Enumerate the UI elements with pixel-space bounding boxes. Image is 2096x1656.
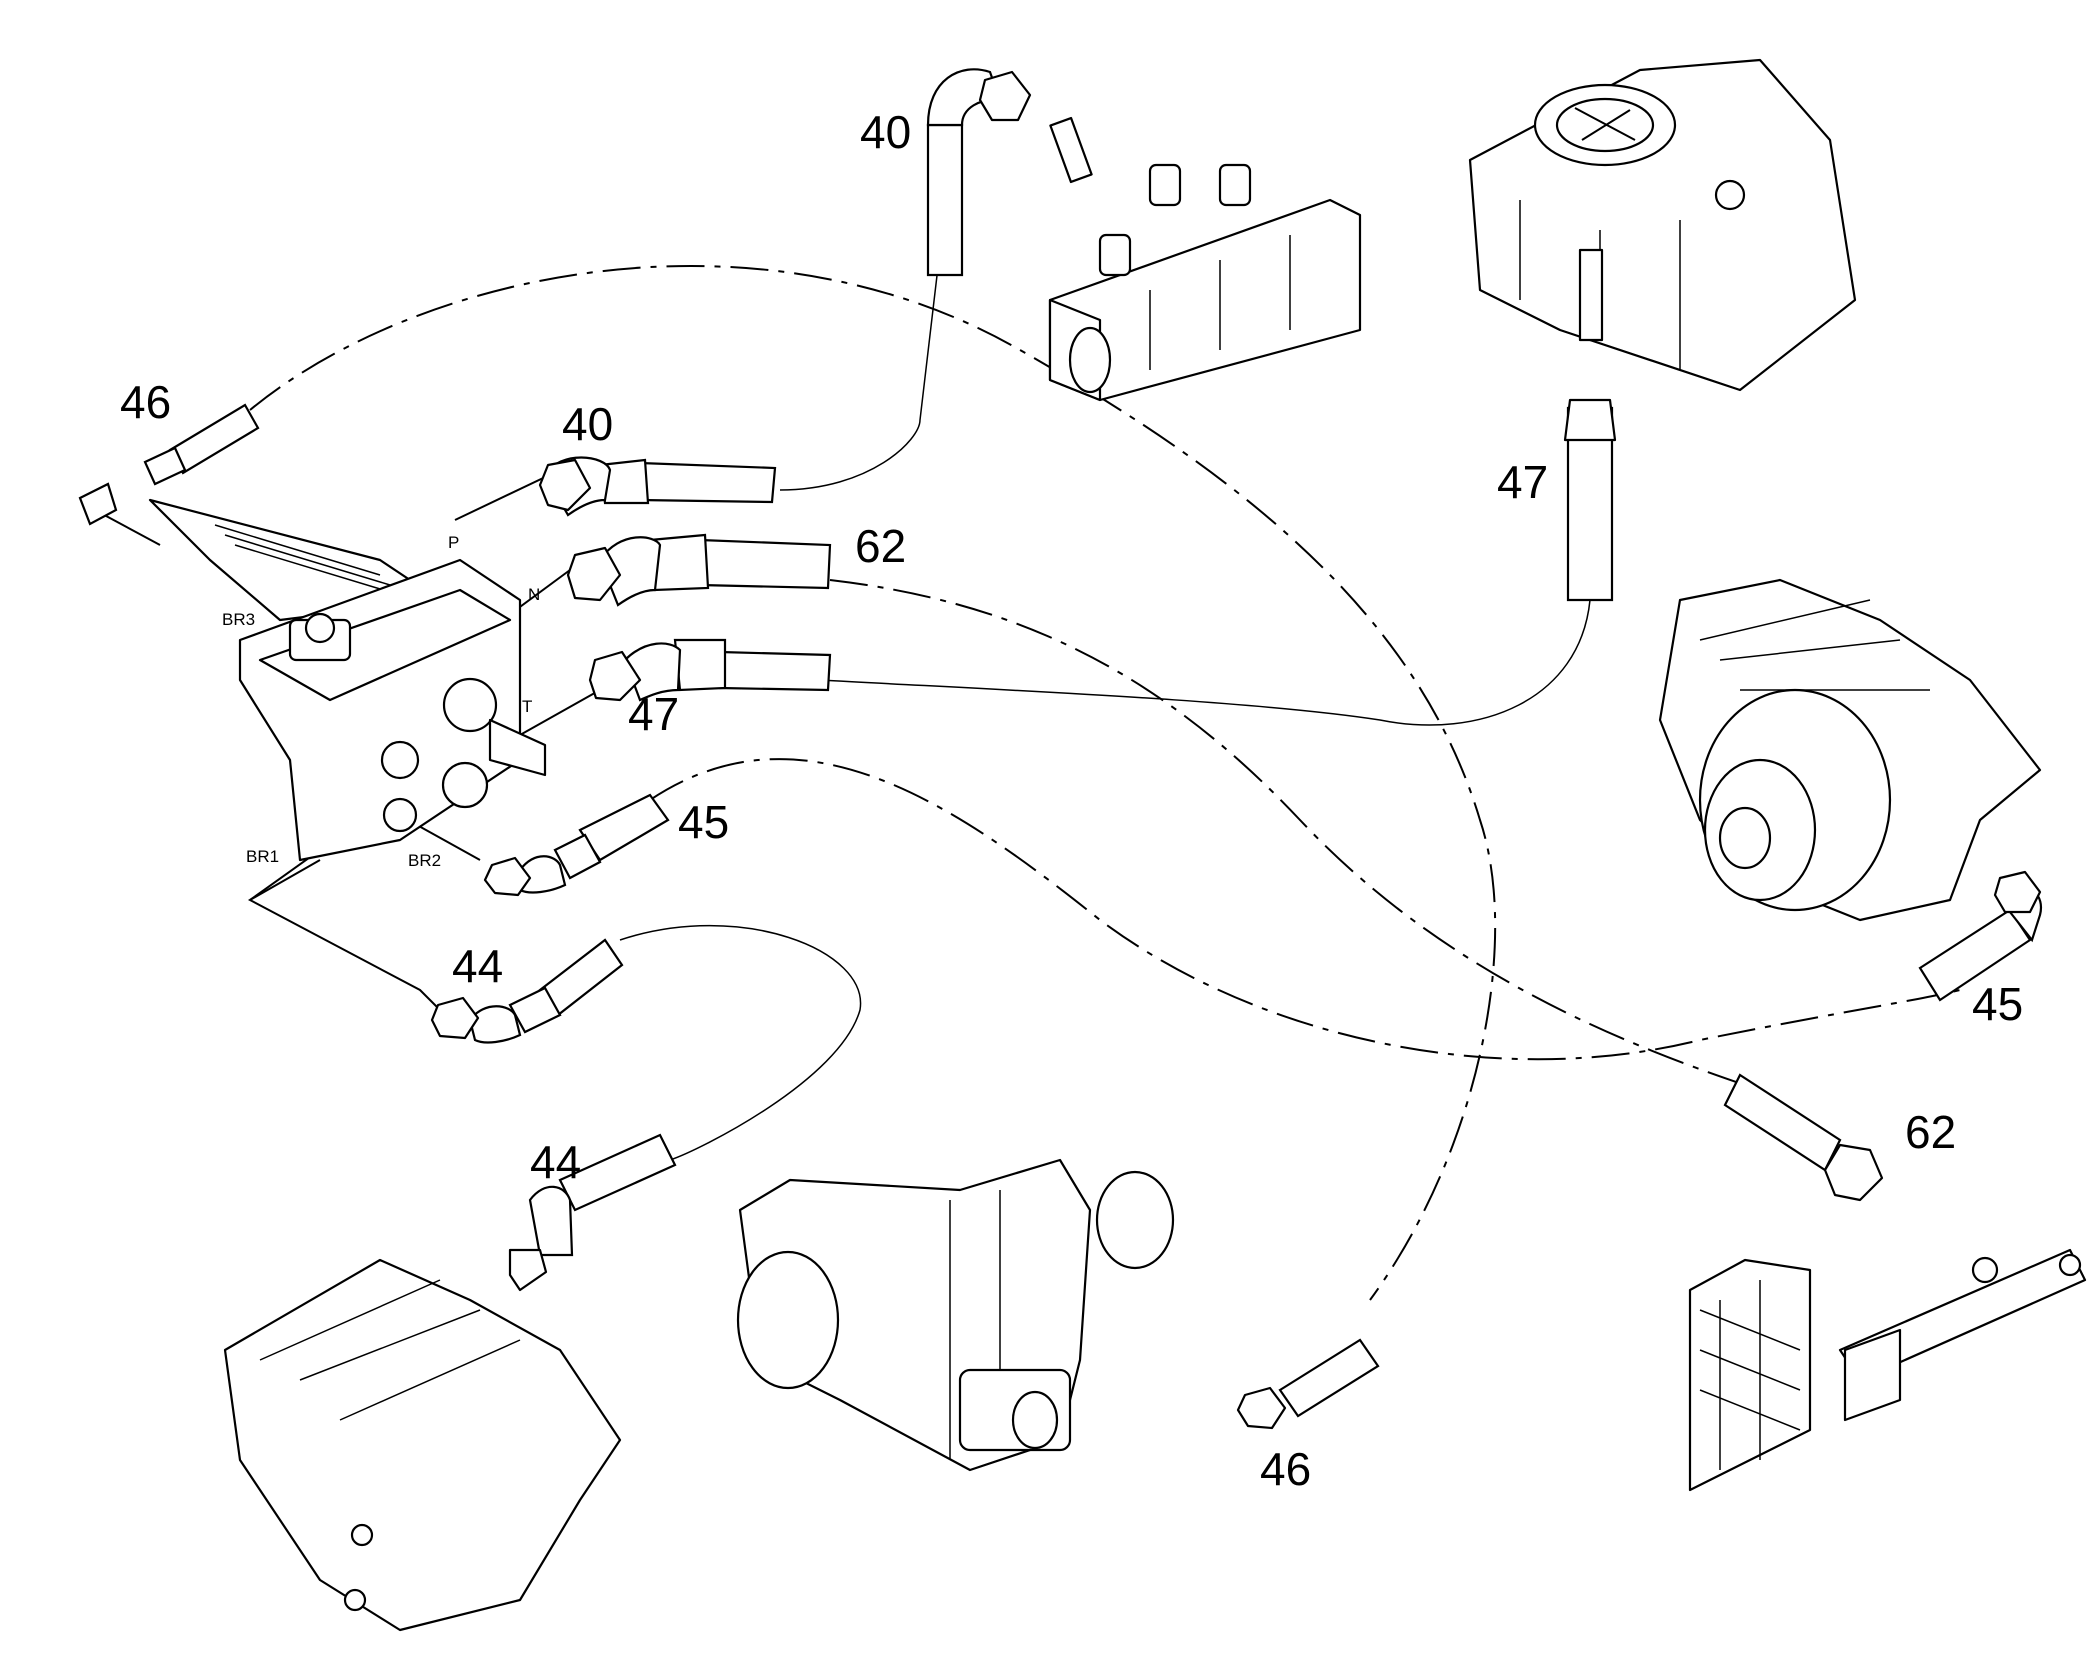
- brake-valve-pedal-icon: [148, 498, 547, 862]
- hose-47-valve-icon: [588, 638, 832, 702]
- axle-flange-icon: [736, 1158, 1380, 1472]
- hose-40-valve-icon: [538, 456, 777, 517]
- tank-filter-icon: [1468, 58, 1857, 602]
- part-number-45-valve: 45: [678, 796, 729, 848]
- part-number-47-tank: 47: [1497, 456, 1548, 508]
- manifold-block-icon: [1688, 1073, 2087, 1492]
- port-labels: P N T BR1 BR2 BR3: [222, 533, 540, 870]
- port-label-t: T: [522, 697, 532, 716]
- hose-44-valve-icon: [430, 938, 624, 1044]
- hose-46-valve-icon: [78, 403, 260, 526]
- axle-housing-icon: [223, 1133, 677, 1632]
- part-number-45-right: 45: [1972, 978, 2023, 1030]
- part-number-40-pump: 40: [860, 106, 911, 158]
- hose-45-valve-icon: [483, 793, 670, 897]
- axle-housing-icon: [1658, 578, 2043, 1002]
- port-label-br1: BR1: [246, 847, 279, 866]
- hydraulic-pump-icon: [926, 68, 1362, 402]
- hose-62-valve-icon: [566, 533, 832, 607]
- hose-routing-lines: [94, 249, 1961, 1301]
- port-label-n: N: [528, 585, 540, 604]
- part-number-40-valve: 40: [562, 398, 613, 450]
- part-number-46-valve: 46: [120, 376, 171, 428]
- port-label-br3: BR3: [222, 610, 255, 629]
- part-number-46-axle: 46: [1260, 1443, 1311, 1495]
- port-label-p: P: [448, 533, 459, 552]
- part-number-62-right: 62: [1905, 1106, 1956, 1158]
- part-number-44-valve: 44: [452, 940, 503, 992]
- part-number-62-valve: 62: [855, 520, 906, 572]
- part-number-44-lower: 44: [530, 1136, 581, 1188]
- port-label-br2: BR2: [408, 851, 441, 870]
- part-number-47-valve: 47: [628, 688, 679, 740]
